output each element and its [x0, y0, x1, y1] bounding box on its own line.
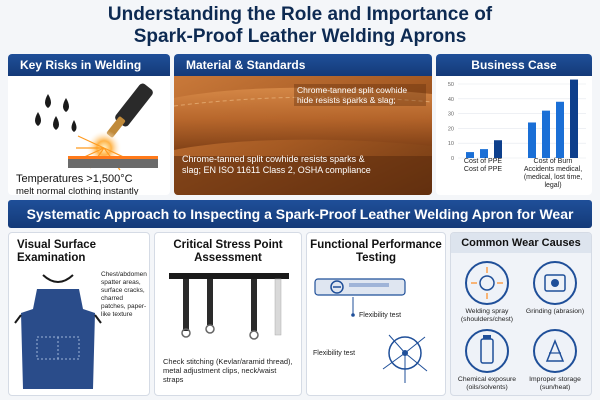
- cost-ppe-label-line-2: Cost of PPE: [463, 166, 503, 173]
- improper-storage-icon: [533, 329, 577, 373]
- welding-torch-illustration: [8, 76, 170, 176]
- title-line-1: Understanding the Role and Importance of: [107, 4, 493, 25]
- wear-cause-label-1: Grinding (abrasion): [525, 308, 585, 315]
- material-header: Material & Standards: [174, 54, 432, 76]
- bar-1-0: [528, 122, 536, 158]
- wear-causes-card: Common Wear Causes Welding spray (should…: [450, 232, 592, 396]
- wear-cause-label-2: Chemical exposure (oils/solvents): [457, 376, 517, 391]
- molten-drops-icon: [35, 94, 77, 132]
- y-tick-label: 10: [448, 141, 454, 147]
- key-risks-panel: Key Risks in Welding: [8, 54, 170, 195]
- cost-burn-label-line-2: Accidents medical, (medical, lost time, …: [523, 166, 583, 189]
- temperature-caption-line-2: melt normal clothing instantly: [16, 185, 139, 196]
- y-tick-label: 20: [448, 126, 454, 132]
- business-case-chart: 50 40 30 20 10 0: [448, 79, 586, 162]
- apron-icon: [14, 274, 102, 389]
- cost-ppe-label: Cost of PPE Cost of PPE: [458, 158, 508, 174]
- wear-causes-title: Common Wear Causes: [451, 233, 591, 253]
- welding-spray-icon: [465, 261, 509, 305]
- inspection-banner: Systematic Approach to Inspecting a Spar…: [8, 200, 592, 228]
- y-tick-label: 0: [451, 156, 454, 162]
- bar-1-2: [556, 101, 564, 158]
- business-case-header: Business Case: [436, 54, 592, 76]
- functional-testing-title: Functional Performance Testing: [310, 239, 442, 264]
- leather-closeup-illustration: [174, 76, 432, 195]
- key-risks-header: Key Risks in Welding: [8, 54, 170, 76]
- stress-point-title: Critical Stress Point Assessment: [173, 239, 283, 264]
- stress-point-card: Critical Stress Point Assessment Check s…: [154, 232, 302, 396]
- title-line-2: Spark-Proof Leather Welding Aprons: [133, 26, 467, 47]
- flex-tester-icon: [314, 278, 428, 383]
- stress-point-note: Check stitching (Kevlar/aramid thread), …: [163, 357, 293, 384]
- bar-0-1: [480, 149, 488, 158]
- wear-cause-label-0: Welding spray (shoulders/chest): [460, 308, 514, 323]
- cost-burn-label: Cost of Burn Accidents medical, (medical…: [516, 158, 590, 190]
- cost-burn-label-line-1: Cost of Burn: [533, 158, 573, 165]
- strap-hardware-icon: [169, 273, 289, 340]
- y-tick-label: 30: [448, 112, 454, 118]
- material-callout-bottom: Chrome-tanned split cowhide resists spar…: [182, 154, 371, 175]
- y-tick-label: 50: [448, 82, 454, 88]
- visual-examination-title: Visual Surface Examination: [17, 239, 97, 264]
- material-callout-top: Chrome-tanned split cowhide hide resists…: [294, 84, 426, 106]
- visual-examination-card: Visual Surface Examination Chest/abdomen…: [8, 232, 150, 396]
- grinding-icon: [533, 261, 577, 305]
- chemical-exposure-icon: [465, 329, 509, 373]
- flexibility-test-label-a: Flexibility test: [359, 312, 402, 319]
- bar-1-3: [570, 79, 578, 158]
- page-title: Understanding the Role and Importance of…: [0, 4, 600, 48]
- bar-0-0: [466, 152, 474, 158]
- business-case-panel: Business Case 50 40 30 20 10 0 Cost of PPE Co…: [436, 54, 592, 195]
- temperature-caption-line-1: Temperatures >1,500°C: [16, 173, 133, 185]
- flexibility-test-label-b: Flexibility test: [313, 350, 356, 357]
- bar-1-1: [542, 110, 550, 158]
- functional-testing-card: Functional Performance Testing Flexibili…: [306, 232, 446, 396]
- material-panel: Material & Standards Chrome-tanned split…: [174, 54, 432, 195]
- temperature-caption: Temperatures >1,500°C melt normal clothi…: [16, 173, 166, 196]
- y-tick-label: 40: [448, 97, 454, 103]
- bar-0-2: [494, 140, 502, 158]
- visual-examination-note: Chest/abdomen spatter areas, surface cra…: [101, 271, 147, 318]
- cost-ppe-label-line-1: Cost of PPE: [463, 158, 503, 165]
- wear-cause-label-3: Improper storage (sun/heat): [529, 376, 581, 391]
